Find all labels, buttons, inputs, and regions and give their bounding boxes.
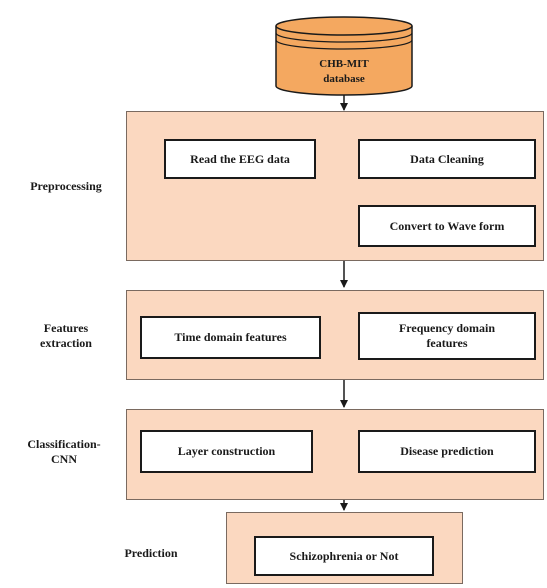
stage-label-classification-cnn: Classification- CNN bbox=[27, 437, 101, 466]
database-caption: database bbox=[323, 73, 365, 85]
stage-label-prediction: Prediction bbox=[124, 546, 178, 560]
frequency-domain-features-box: Frequency domain features bbox=[358, 312, 536, 360]
convert-wave-form-box: Convert to Wave form bbox=[358, 205, 536, 247]
stage-label-features-extraction: Features extraction bbox=[40, 321, 92, 350]
disease-prediction-box: Disease prediction bbox=[358, 430, 536, 473]
database-cylinder-icon bbox=[275, 16, 413, 96]
layer-construction-box: Layer construction bbox=[140, 430, 313, 473]
time-domain-features-box: Time domain features bbox=[140, 316, 321, 359]
read-eeg-data-box: Read the EEG data bbox=[164, 139, 316, 179]
database-name: CHB-MIT bbox=[319, 58, 369, 70]
database-label: CHB-MIT database bbox=[270, 57, 418, 87]
stage-label-preprocessing: Preprocessing bbox=[30, 179, 102, 193]
data-cleaning-box: Data Cleaning bbox=[358, 139, 536, 179]
schizophrenia-result-box: Schizophrenia or Not bbox=[254, 536, 434, 576]
